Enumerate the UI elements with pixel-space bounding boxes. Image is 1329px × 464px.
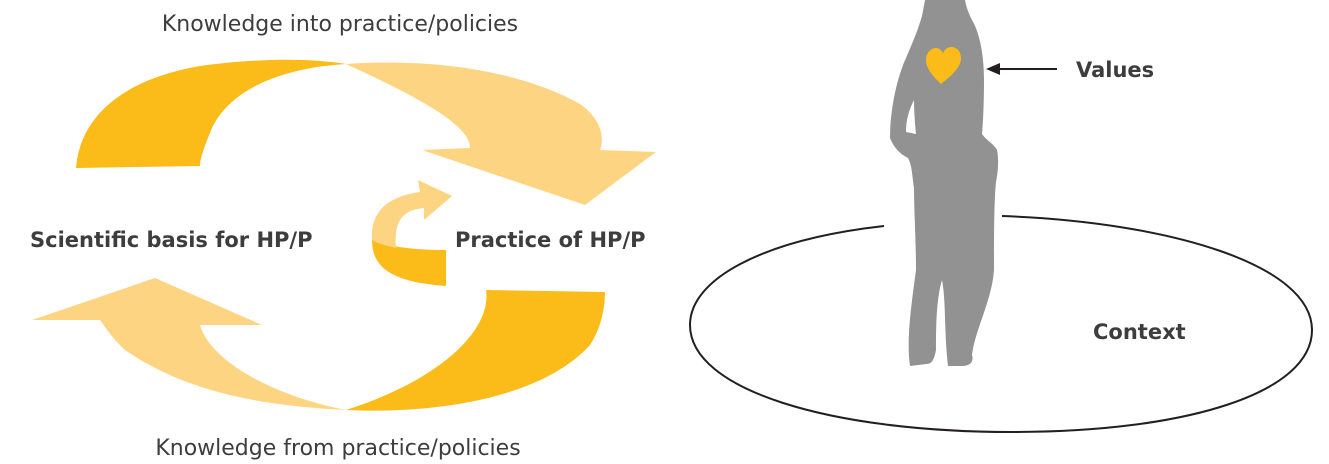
center-swirl-light [371, 180, 452, 248]
values-label: Values [1076, 58, 1154, 82]
values-pointer-arrow-icon [986, 63, 1057, 75]
person-in-context: Values Context [688, 0, 1314, 434]
practice-label: Practice of HP/P [455, 228, 646, 252]
bottom-arrow-dark-segment [346, 290, 605, 411]
knowledge-cycle: Knowledge into practice/policies Knowled… [30, 12, 656, 461]
top-arrow-dark-segment [76, 59, 346, 168]
arm-gap [906, 100, 916, 134]
context-label: Context [1093, 320, 1186, 344]
heart-icon [926, 47, 961, 84]
scientific-basis-label: Scientific basis for HP/P [30, 228, 313, 252]
center-swirl-dark [372, 240, 446, 286]
top-label: Knowledge into practice/policies [162, 12, 518, 37]
bottom-label: Knowledge from practice/policies [155, 436, 520, 461]
person-silhouette [890, 0, 999, 366]
bottom-arrow-light-segment [32, 278, 346, 410]
top-arrow-light-segment [346, 62, 656, 205]
context-ellipse [688, 215, 1314, 434]
